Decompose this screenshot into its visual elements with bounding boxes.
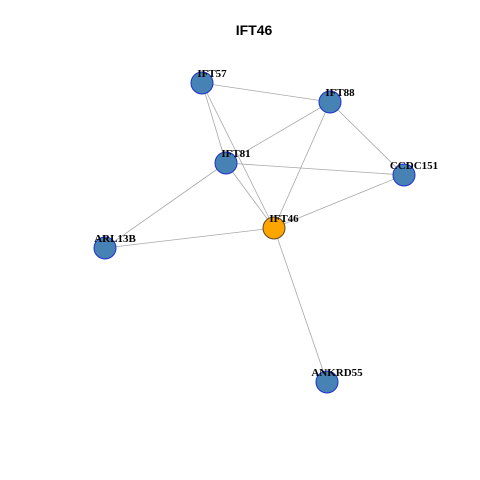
edge-ccdc151-ift46 <box>273 174 405 229</box>
edge-ift81-arl13b <box>104 162 227 249</box>
edge-ift46-ankrd55 <box>273 227 328 383</box>
node-ift88: IFT88 <box>318 87 355 114</box>
edge-ift81-ccdc151 <box>225 162 405 176</box>
node-ccdc151: CCDC151 <box>390 160 438 187</box>
node-circle-ift46 <box>262 216 286 240</box>
node-circle-ift88 <box>318 90 342 114</box>
node-label-ift81: IFT81 <box>221 148 250 160</box>
node-label-ccdc151: CCDC151 <box>390 160 438 172</box>
node-label-ift46: IFT46 <box>269 213 299 225</box>
edge-ift81-ift46 <box>225 162 275 229</box>
node-label-arl13b: ARL13B <box>94 233 136 245</box>
edges-layer <box>104 82 405 383</box>
node-ift57: IFT57 <box>190 68 227 95</box>
node-label-ift88: IFT88 <box>325 87 355 99</box>
node-ankrd55: ANKRD55 <box>311 367 363 394</box>
node-ift46: IFT46 <box>262 213 299 240</box>
edge-ift88-ift46 <box>273 101 331 229</box>
node-arl13b: ARL13B <box>93 233 136 260</box>
node-circle-ccdc151 <box>392 163 416 187</box>
node-circle-arl13b <box>93 236 117 260</box>
node-label-ift57: IFT57 <box>197 68 227 80</box>
node-circle-ankrd55 <box>315 370 339 394</box>
node-label-ankrd55: ANKRD55 <box>311 367 363 379</box>
node-circle-ift57 <box>190 71 214 95</box>
edge-ift57-ift88 <box>201 82 331 103</box>
node-ift81: IFT81 <box>214 148 251 175</box>
node-circle-ift81 <box>214 151 238 175</box>
diagram-title: IFT46 <box>236 22 273 38</box>
edge-ift57-ift81 <box>201 82 227 164</box>
edge-ift88-ift81 <box>225 101 331 164</box>
edge-ift88-ccdc151 <box>329 101 405 176</box>
edge-ift46-arl13b <box>104 227 275 249</box>
